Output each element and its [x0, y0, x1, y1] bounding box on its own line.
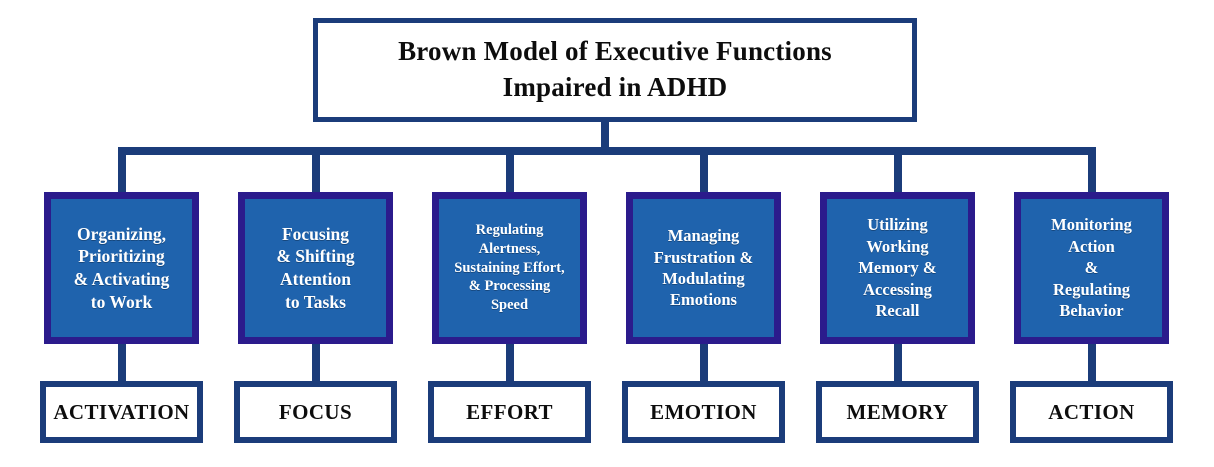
function-line: & Shifting — [276, 246, 355, 267]
connector-drop-emotion — [700, 147, 708, 195]
function-line: Action — [1068, 236, 1115, 256]
connector-stem-effort-label — [506, 340, 514, 385]
label-text-action: ACTION — [1048, 399, 1135, 424]
function-line: Sustaining Effort, — [454, 259, 565, 276]
function-box-action[interactable]: Monitoring Action & Regulating Behavior — [1014, 192, 1169, 344]
function-line: Speed — [490, 297, 529, 314]
function-line: Behavior — [1059, 301, 1124, 321]
function-box-memory-text: Utilizing Working Memory & Accessing Rec… — [854, 214, 940, 321]
function-line: Alertness, — [478, 240, 541, 257]
function-box-emotion[interactable]: Managing Frustration & Modulating Emotio… — [626, 192, 781, 344]
connector-stem-memory-label — [894, 340, 902, 385]
function-box-effort[interactable]: Regulating Alertness, Sustaining Effort,… — [432, 192, 587, 344]
function-box-memory[interactable]: Utilizing Working Memory & Accessing Rec… — [820, 192, 975, 344]
function-line: Monitoring — [1051, 215, 1132, 235]
connector-stem-emotion-label — [700, 340, 708, 385]
connector-drop-action — [1088, 147, 1096, 195]
label-box-emotion[interactable]: EMOTION — [622, 381, 785, 443]
label-box-memory[interactable]: MEMORY — [816, 381, 979, 443]
title-line-1: Brown Model of Executive Functions — [398, 36, 832, 67]
function-line: Memory & — [858, 258, 937, 278]
function-line: & Processing — [468, 278, 551, 295]
function-line: Attention — [280, 269, 351, 289]
label-box-focus[interactable]: FOCUS — [234, 381, 397, 443]
label-box-effort[interactable]: EFFORT — [428, 381, 591, 443]
function-line: to Work — [90, 291, 153, 312]
connector-stem-action-label — [1088, 340, 1096, 385]
function-line: Regulating — [475, 221, 544, 238]
function-line: Prioritizing — [78, 246, 165, 267]
function-box-action-text: Monitoring Action & Regulating Behavior — [1047, 214, 1136, 321]
label-text-memory: MEMORY — [846, 399, 949, 424]
function-line: Regulating — [1052, 279, 1130, 299]
function-box-activation-text: Organizing, Prioritizing & Activating to… — [70, 223, 174, 314]
label-box-action[interactable]: ACTION — [1010, 381, 1173, 443]
function-line: Modulating — [662, 269, 745, 288]
diagram-title-text: Brown Model of Executive Functions Impai… — [388, 34, 842, 105]
connector-stem-activation-label — [118, 340, 126, 385]
function-line: Frustration & — [653, 247, 754, 267]
connector-drop-memory — [894, 147, 902, 195]
label-text-emotion: EMOTION — [650, 399, 757, 424]
function-line: Managing — [667, 226, 740, 246]
connector-horizontal-bus — [118, 147, 1088, 155]
function-line: Organizing, — [77, 223, 166, 244]
function-line: Working — [866, 236, 929, 256]
function-box-focus[interactable]: Focusing & Shifting Attention to Tasks — [238, 192, 393, 344]
function-line: Utilizing — [867, 215, 928, 235]
connector-stem-focus-label — [312, 340, 320, 385]
function-line: & Activating — [73, 269, 170, 289]
function-line: Recall — [875, 301, 920, 321]
function-line: to Tasks — [285, 291, 346, 312]
label-text-activation: ACTIVATION — [53, 399, 190, 424]
function-box-activation[interactable]: Organizing, Prioritizing & Activating to… — [44, 192, 199, 344]
function-line: Emotions — [670, 290, 737, 310]
function-line: Accessing — [863, 279, 932, 299]
function-line: & — [1084, 258, 1099, 278]
title-line-2: Impaired in ADHD — [502, 72, 728, 102]
connector-title-stem — [601, 122, 609, 155]
function-box-emotion-text: Managing Frustration & Modulating Emotio… — [650, 225, 757, 311]
diagram-title-box: Brown Model of Executive Functions Impai… — [313, 18, 917, 122]
label-text-effort: EFFORT — [466, 399, 553, 424]
connector-drop-activation — [118, 147, 126, 195]
function-line: Focusing — [281, 223, 350, 244]
function-box-effort-text: Regulating Alertness, Sustaining Effort,… — [450, 221, 568, 315]
label-text-focus: FOCUS — [278, 399, 353, 424]
connector-drop-focus — [312, 147, 320, 195]
connector-drop-effort — [506, 147, 514, 195]
label-box-activation[interactable]: ACTIVATION — [40, 381, 203, 443]
function-box-focus-text: Focusing & Shifting Attention to Tasks — [272, 223, 358, 314]
